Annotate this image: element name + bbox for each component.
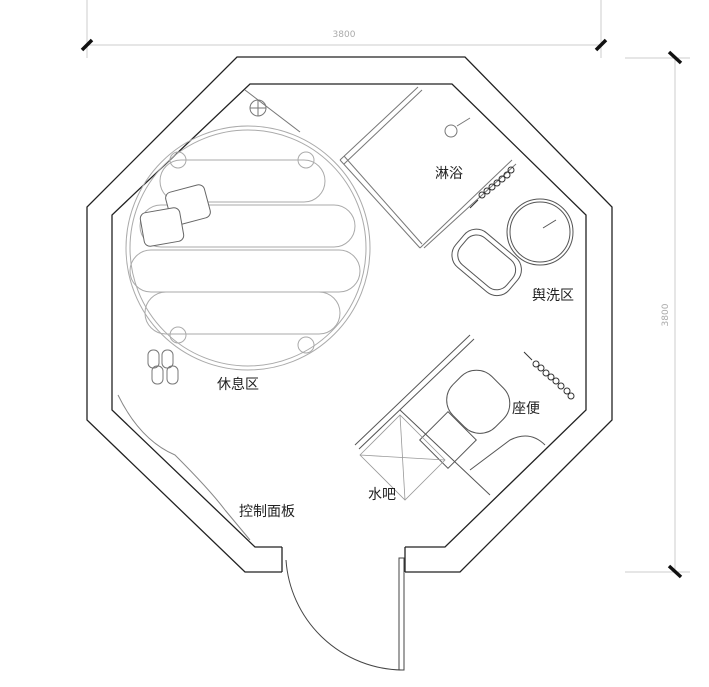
control-panel-curtain bbox=[117, 394, 251, 541]
dimension-ticks bbox=[80, 38, 683, 579]
water-bar-counter bbox=[359, 414, 446, 501]
dimension-top bbox=[86, 0, 602, 58]
label-control-panel: 控制面板 bbox=[239, 504, 295, 520]
pillows bbox=[139, 184, 211, 247]
label-washroom: 舆洗区 bbox=[532, 288, 574, 304]
height-dimension-label: 3800 bbox=[661, 303, 671, 326]
dimension-right bbox=[625, 57, 690, 573]
washroom-towel-rail bbox=[523, 351, 575, 400]
label-rest-area: 休息区 bbox=[217, 376, 259, 393]
label-toilet: 座便 bbox=[512, 401, 540, 417]
round-bed bbox=[125, 125, 371, 371]
washbasin bbox=[451, 198, 574, 297]
width-dimension-label: 3800 bbox=[333, 30, 356, 40]
label-shower: 淋浴 bbox=[435, 166, 463, 182]
shower-towel-rail bbox=[469, 166, 515, 209]
label-water-bar: 水吧 bbox=[368, 487, 396, 503]
slippers bbox=[147, 349, 179, 385]
walls bbox=[86, 56, 613, 573]
toilet-fixture bbox=[354, 334, 546, 496]
shower-partitions bbox=[244, 86, 517, 249]
entry-door bbox=[285, 557, 405, 671]
